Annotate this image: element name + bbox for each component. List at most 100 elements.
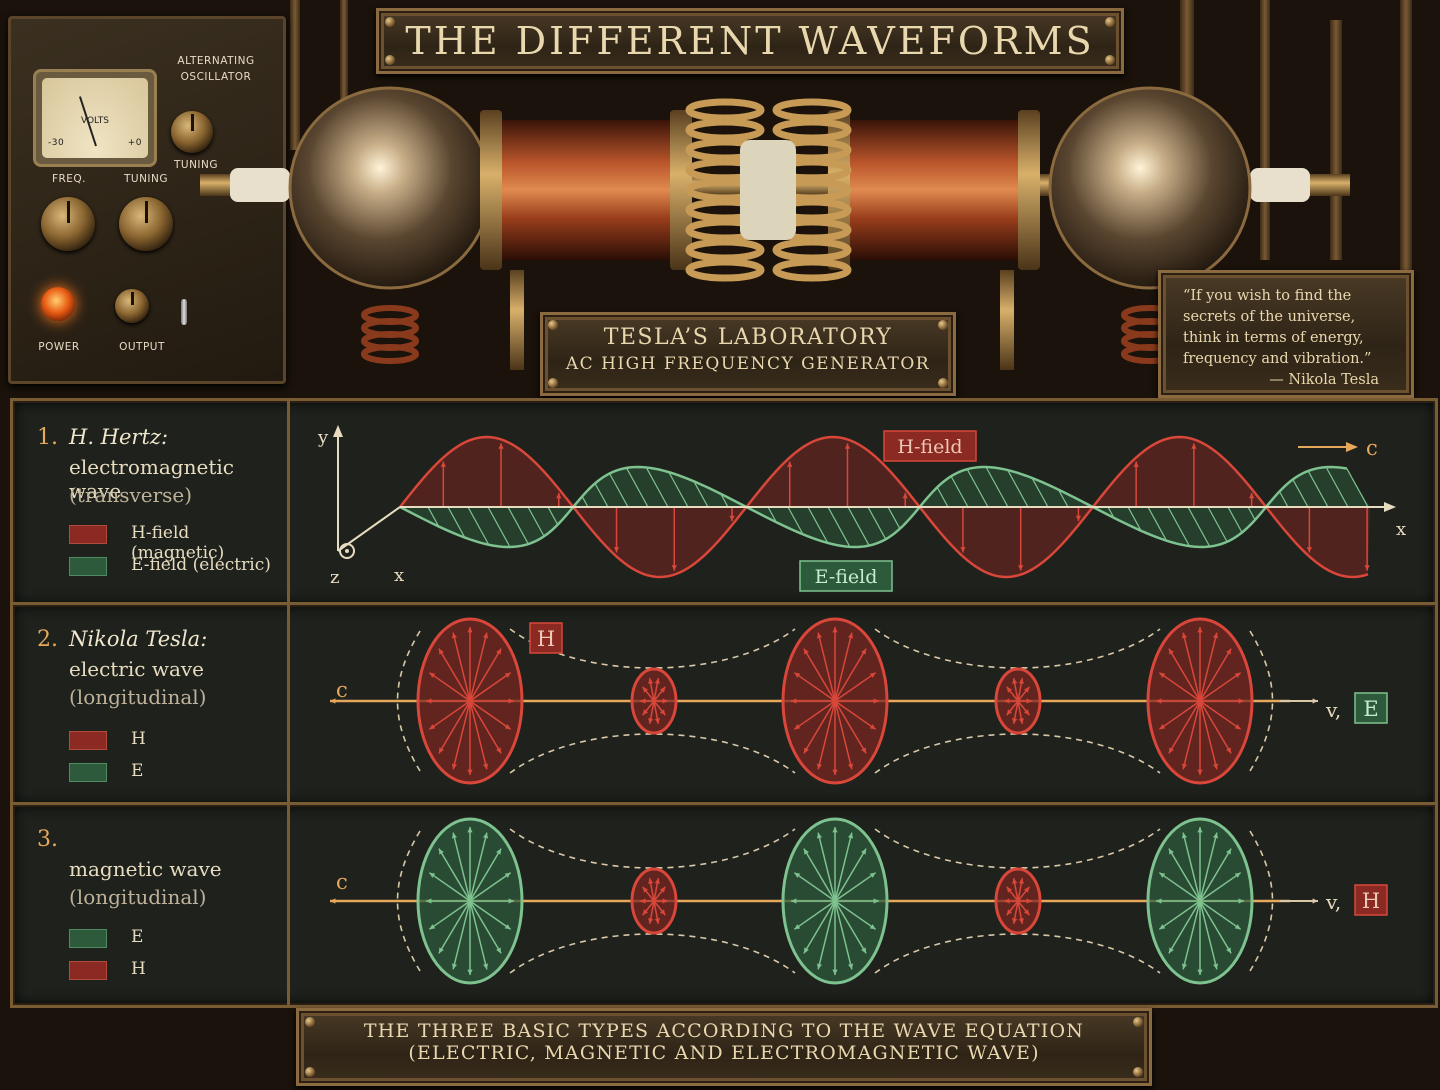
- c-arrow-head: [1346, 442, 1358, 452]
- large-field-ellipse-arrow-head: [429, 724, 436, 730]
- freq-knob[interactable]: [41, 197, 95, 251]
- large-field-ellipse-arrow-head: [1213, 632, 1219, 639]
- panel-heading: H. Hertz:: [69, 425, 169, 449]
- insulator: [1250, 168, 1310, 202]
- flow-line: [874, 628, 1161, 669]
- large-field-ellipse-arrow-head: [832, 769, 838, 775]
- h-field-arrow-head: [960, 547, 966, 553]
- large-field-ellipse-arrow-head: [496, 648, 502, 655]
- ac-generator-illustration: [200, 86, 1350, 370]
- large-field-ellipse-arrow-head: [832, 627, 838, 633]
- large-field-ellipse-arrow: [834, 848, 867, 902]
- tuning-knob[interactable]: [119, 197, 173, 251]
- large-field-ellipse-arrow: [834, 700, 877, 730]
- oscillator-brand: ALTERNATING: [177, 55, 255, 67]
- e-field-hatch: [1207, 506, 1228, 543]
- large-field-ellipse-arrow-head: [438, 648, 444, 655]
- rivet: [1133, 1067, 1143, 1077]
- e-field-hatch: [1127, 506, 1142, 532]
- small-field-ellipse-arrow-head: [659, 909, 666, 916]
- background-pipe: [1330, 20, 1342, 260]
- e-field-hatch: [609, 473, 629, 508]
- large-field-ellipse-arrow-head: [496, 747, 502, 754]
- large-field-ellipse-arrow-head: [504, 924, 511, 930]
- small-field-ellipse-arrow-head: [1023, 709, 1030, 716]
- small-field-ellipse-arrow-head: [1004, 898, 1010, 904]
- large-field-ellipse-arrow-head: [794, 872, 801, 878]
- e-field-hatch: [767, 506, 777, 523]
- large-field-ellipse-arrow-head: [861, 747, 867, 754]
- e-field-hatch: [950, 475, 969, 508]
- quote-author: — Nikola Tesla: [1269, 372, 1379, 388]
- small-field-ellipse-arrow-head: [648, 718, 654, 724]
- large-field-ellipse-arrow-head: [1181, 832, 1187, 839]
- e-field-hatch: [487, 506, 511, 548]
- flow-line: [874, 828, 1161, 869]
- panel-subtitle: electromagnetic wave: [69, 455, 234, 503]
- small-field-ellipse-arrow-head: [654, 678, 660, 684]
- large-field-ellipse-arrow-head: [451, 632, 457, 639]
- large-field-ellipse-arrow-head: [832, 969, 838, 975]
- volt-meter-label: VOLTS: [80, 116, 110, 126]
- electric-wave-group: [330, 617, 1318, 785]
- large-field-ellipse-arrow: [469, 632, 488, 702]
- small-field-ellipse-arrow-head: [642, 686, 649, 693]
- h-field-arrow-head: [1018, 565, 1024, 571]
- lab-plaque: TESLA’S LABORATORY AC HIGH FREQUENCY GEN…: [540, 312, 956, 396]
- large-field-ellipse-arrow: [834, 700, 853, 770]
- legend-swatch-e-field: [69, 557, 107, 576]
- large-field-ellipse-arrow: [817, 700, 836, 770]
- x-axis-label: x: [1396, 519, 1406, 540]
- large-field-ellipse-arrow: [438, 848, 471, 902]
- large-field-ellipse-arrow: [1168, 648, 1201, 702]
- large-field-ellipse-arrow: [1199, 672, 1242, 702]
- large-field-ellipse-arrow: [793, 900, 836, 930]
- large-field-ellipse-arrow-head: [794, 672, 801, 678]
- large-field-ellipse-arrow: [469, 832, 488, 902]
- large-field-ellipse-arrow-head: [438, 747, 444, 754]
- large-field-ellipse-arrow-head: [869, 924, 876, 930]
- e-field-hatch: [668, 471, 689, 508]
- large-field-ellipse-arrow: [803, 900, 836, 954]
- panel-electric-wave: 2. Nikola Tesla: electric wave (longitud…: [10, 602, 1438, 808]
- small-field-ellipse-arrow-head: [659, 709, 666, 716]
- legend-label: H: [131, 729, 146, 749]
- e-field-hatch: [936, 487, 949, 508]
- large-field-ellipse-arrow: [469, 700, 512, 730]
- large-field-ellipse-arrow: [428, 700, 471, 730]
- large-field-ellipse-arrow: [1199, 900, 1232, 954]
- tuning-top-knob[interactable]: [171, 111, 213, 153]
- large-field-ellipse-arrow-head: [848, 832, 854, 839]
- large-field-ellipse-arrow-head: [467, 827, 473, 833]
- e-field-hatch: [645, 467, 669, 508]
- e-field-hatch: [447, 506, 466, 538]
- rivet: [938, 378, 948, 388]
- rivet: [938, 320, 948, 330]
- large-field-ellipse-arrow-head: [791, 698, 797, 704]
- small-field-ellipse-arrow-head: [659, 686, 666, 693]
- panel-2-sidebar: 2. Nikola Tesla: electric wave (longitud…: [13, 605, 290, 805]
- large-field-ellipse-arrow-head: [861, 947, 867, 954]
- e-field-hatch: [1227, 506, 1243, 533]
- small-field-ellipse-arrow-head: [648, 918, 654, 924]
- large-field-ellipse-arrow: [1199, 900, 1218, 970]
- volt-meter-min: -30: [48, 138, 65, 148]
- panel-number: 1.: [37, 425, 58, 450]
- large-field-ellipse-arrow: [1182, 700, 1201, 770]
- small-field-ellipse-arrow-head: [654, 918, 660, 924]
- large-field-ellipse-arrow-head: [496, 848, 502, 855]
- background-pipe: [340, 0, 348, 120]
- large-field-ellipse-arrow-head: [451, 963, 457, 970]
- large-field-ellipse-arrow-head: [791, 898, 797, 904]
- c-label: c: [336, 870, 348, 894]
- small-field-ellipse-arrow-head: [1006, 709, 1013, 716]
- e-field-hatch: [547, 506, 559, 525]
- small-field-ellipse-arrow-head: [648, 678, 654, 684]
- output-toggle[interactable]: [181, 299, 187, 325]
- large-field-ellipse-arrow: [438, 700, 471, 754]
- large-field-ellipse-arrow-head: [1238, 898, 1244, 904]
- h-field-label: H-field: [897, 436, 962, 458]
- footer-line-2: (ELECTRIC, MAGNETIC AND ELECTROMAGNETIC …: [408, 1042, 1040, 1064]
- small-field-ellipse-arrow-head: [642, 909, 649, 916]
- output-knob[interactable]: [115, 289, 149, 323]
